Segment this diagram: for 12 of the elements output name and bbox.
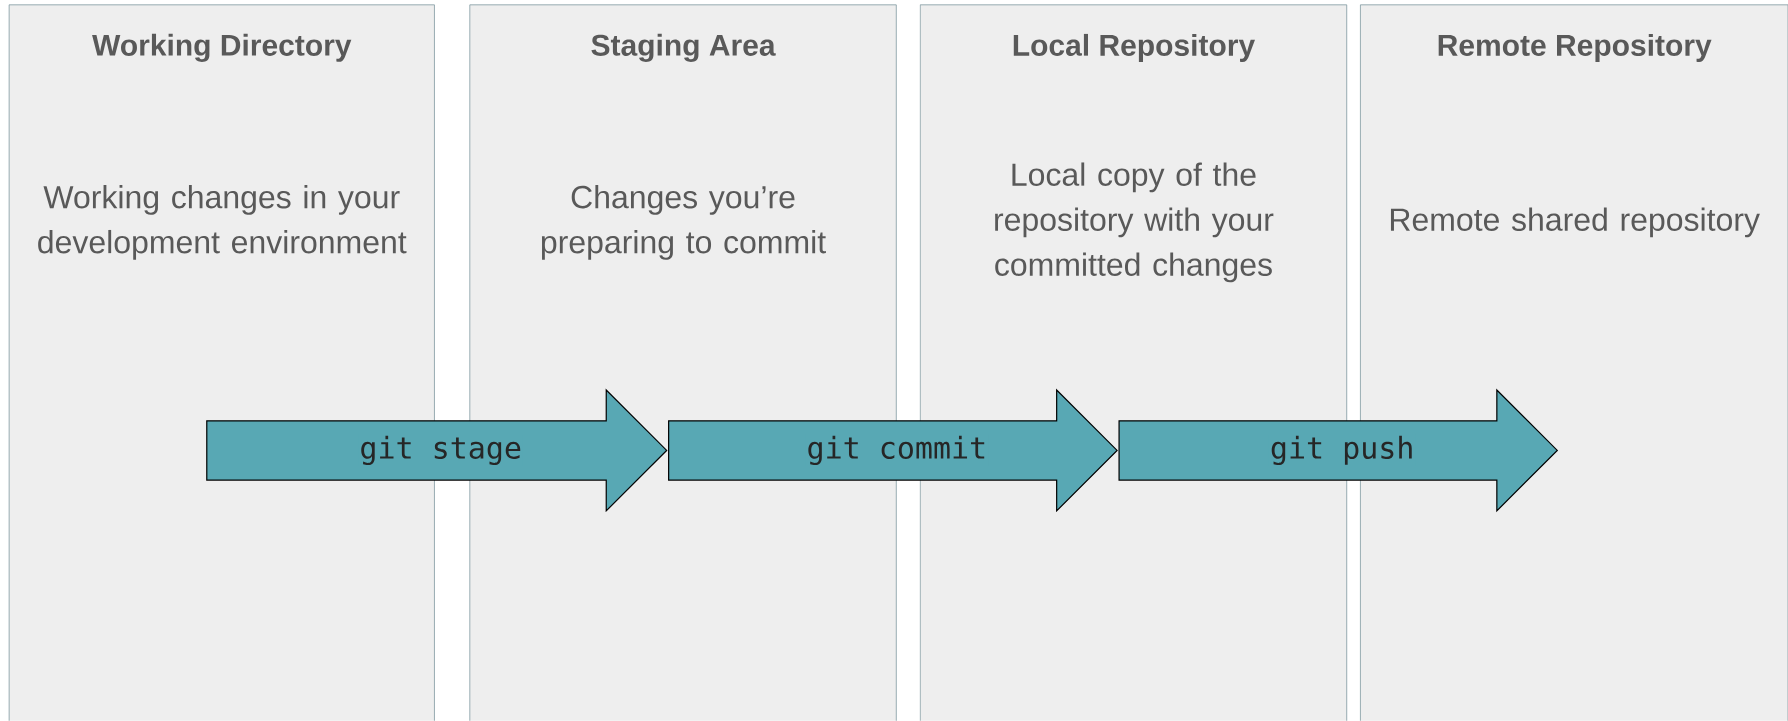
box-heading: Working Directory bbox=[92, 34, 352, 63]
box-heading: Staging Area bbox=[591, 34, 776, 63]
box-heading: Remote Repository bbox=[1438, 34, 1712, 63]
column-box bbox=[8, 4, 435, 721]
edge-label: git commit bbox=[805, 434, 989, 467]
box-description: Local copy of the repository with your committed changes bbox=[995, 162, 1274, 283]
edge-label: git stage bbox=[358, 434, 523, 467]
edge-label: git push bbox=[1268, 434, 1416, 467]
box-description: Changes you’re preparing to commit bbox=[541, 185, 826, 260]
box-description: Working changes in your development environment bbox=[38, 185, 407, 260]
box-description: Remote shared repository bbox=[1390, 207, 1760, 238]
box-heading: Local Repository bbox=[1013, 34, 1255, 63]
